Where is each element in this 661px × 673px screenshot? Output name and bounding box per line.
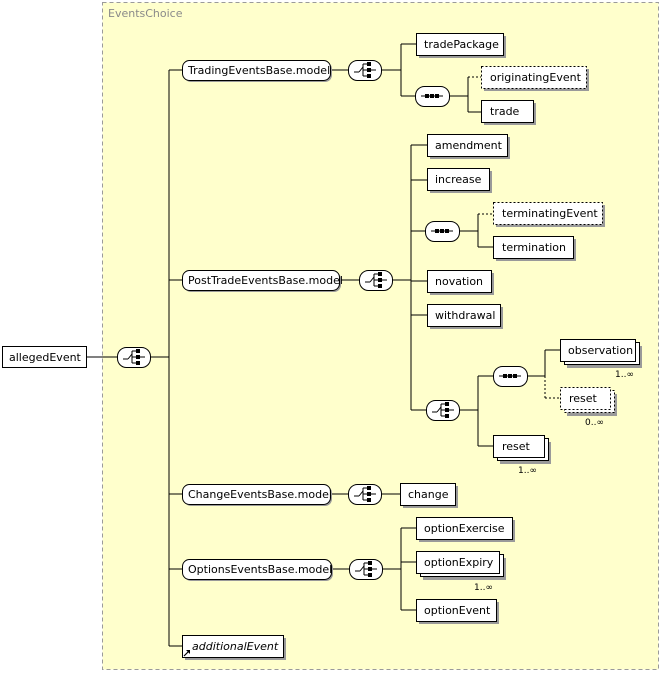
connectors: [87, 43, 560, 647]
termination-sequence-compositor[interactable]: [425, 221, 460, 242]
reset-optional-cardinality: 0..∞: [585, 418, 604, 428]
trading-events-base-model-ref[interactable]: TradingEventsBase.model: [182, 60, 333, 83]
trade-package-label: tradePackage: [424, 38, 499, 51]
termination-element[interactable]: termination: [493, 236, 577, 262]
terminating-event-element[interactable]: terminatingEvent: [493, 202, 606, 228]
option-expiry-label: optionExpiry: [424, 556, 494, 569]
trading-events-base-model-label: TradingEventsBase.model: [187, 64, 330, 77]
trade-element[interactable]: trade: [481, 100, 537, 126]
observation-element[interactable]: observation: [560, 339, 643, 369]
additional-event-element[interactable]: additionalEvent: [182, 635, 287, 661]
withdrawal-label: withdrawal: [435, 309, 495, 322]
novation-element[interactable]: novation: [427, 270, 495, 296]
alleged-event-element[interactable]: allegedEvent: [2, 346, 87, 368]
post-trade-choice-compositor[interactable]: [359, 270, 393, 291]
termination-label: termination: [502, 241, 566, 254]
reset-optional-label: reset: [569, 392, 598, 405]
reset-label: reset: [502, 440, 531, 453]
change-events-base-model-label: ChangeEventsBase.model: [188, 488, 332, 501]
change-events-base-model-ref[interactable]: ChangeEventsBase.model: [182, 484, 333, 507]
originating-event-element[interactable]: originatingEvent: [481, 66, 590, 92]
change-label: change: [408, 488, 449, 501]
option-exercise-label: optionExercise: [424, 522, 505, 535]
originating-event-label: originatingEvent: [490, 71, 582, 84]
withdrawal-element[interactable]: withdrawal: [427, 304, 504, 330]
reference-arrow-icon: [183, 650, 190, 657]
trading-sequence-compositor[interactable]: [415, 86, 450, 107]
trade-label: trade: [490, 105, 520, 118]
trade-package-element[interactable]: tradePackage: [416, 33, 507, 59]
observation-sequence-compositor[interactable]: [493, 366, 528, 387]
option-expiry-element[interactable]: optionExpiry: [416, 551, 507, 581]
terminating-event-label: terminatingEvent: [502, 207, 598, 220]
option-event-element[interactable]: optionEvent: [416, 599, 500, 625]
change-element[interactable]: change: [400, 483, 459, 509]
increase-label: increase: [435, 173, 482, 186]
post-trade-events-base-model-ref[interactable]: PostTradeEventsBase.model: [182, 270, 343, 293]
option-exercise-element[interactable]: optionExercise: [416, 517, 516, 543]
increase-element[interactable]: increase: [427, 168, 493, 194]
trading-choice-compositor[interactable]: [348, 60, 382, 81]
change-choice-compositor[interactable]: [348, 484, 382, 505]
amendment-element[interactable]: amendment: [427, 134, 511, 160]
options-choice-compositor[interactable]: [349, 559, 383, 580]
observation-label: observation: [568, 344, 633, 357]
options-events-base-model-ref[interactable]: OptionsEventsBase.model: [182, 559, 334, 582]
option-expiry-cardinality: 1..∞: [474, 583, 493, 593]
events-choice-group: [102, 2, 659, 670]
amendment-label: amendment: [435, 139, 503, 152]
option-event-label: optionEvent: [424, 604, 491, 617]
reset-element[interactable]: reset: [493, 435, 552, 465]
group-title: EventsChoice: [108, 7, 183, 20]
reset-cardinality: 1..∞: [518, 466, 537, 476]
observation-cardinality: 1..∞: [615, 370, 634, 380]
novation-label: novation: [435, 275, 483, 288]
reset-choice-compositor[interactable]: [426, 400, 460, 421]
reset-optional-element[interactable]: reset: [560, 387, 618, 417]
alleged-event-label: allegedEvent: [9, 351, 82, 364]
options-events-base-model-label: OptionsEventsBase.model: [188, 563, 332, 576]
post-trade-events-base-model-label: PostTradeEventsBase.model: [188, 274, 343, 287]
additional-event-label: additionalEvent: [192, 640, 279, 653]
root-choice-compositor[interactable]: [117, 347, 151, 368]
